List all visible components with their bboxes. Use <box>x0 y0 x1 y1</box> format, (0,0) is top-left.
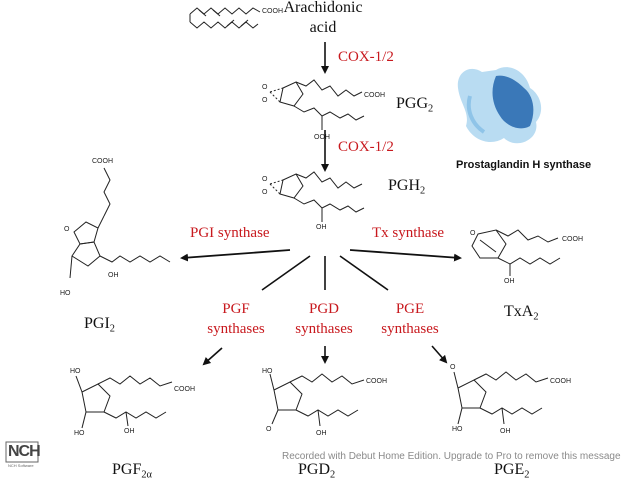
cox-enzyme-label-2: COX-1/2 <box>338 139 394 155</box>
tx-synthase-label: Tx synthase <box>372 225 445 241</box>
pgi2-ho-label: HO <box>60 290 71 297</box>
pgg2-label: PGG2 <box>396 95 434 115</box>
pgd-synthases-label-line2: synthases <box>295 321 353 337</box>
pgi2-label: PGI2 <box>84 315 115 335</box>
arrow-to-pgi2 <box>180 249 291 262</box>
pgg2-o-label-1: O <box>262 84 268 91</box>
pgh2-o-label-1: O <box>262 176 268 183</box>
pgd-synthases-label-line1: PGD <box>308 301 340 317</box>
pgd2-label: PGD2 <box>298 461 336 481</box>
pgd2-structure <box>269 373 365 427</box>
pgi2-oh-label: OH <box>108 272 119 279</box>
pgg2-ooh-label: OOH <box>314 134 330 141</box>
pgh2-o-label-2: O <box>262 189 268 196</box>
arrow-to-pgf2a <box>202 347 223 366</box>
pgd2-cooh-label: COOH <box>366 378 387 385</box>
arachidonic-acid-structure <box>189 7 261 29</box>
pgg2-structure <box>269 79 365 130</box>
pgf2a-structure <box>75 375 173 429</box>
txa2-o-label: O <box>470 230 476 237</box>
arachidonic-acid-label-line2: acid <box>309 19 337 36</box>
cox-enzyme-label-1: COX-1/2 <box>338 49 394 65</box>
pge-synthases-label-line1: PGE <box>395 301 425 317</box>
prostaglandin-h-synthase-label: Prostaglandin H synthase <box>456 159 592 171</box>
pgh2-structure <box>269 171 365 222</box>
arachidonic-acid-label-line1: Arachidonic <box>283 0 363 16</box>
pgf-synthases-label-line1: PGF <box>222 301 250 317</box>
pgf2a-ho-label-top: HO <box>70 368 81 375</box>
pgh2-oh-label: OH <box>316 224 327 231</box>
txa2-oh-label: OH <box>504 278 515 285</box>
nch-logo-text: NCH <box>8 443 41 460</box>
pge2-o-label: O <box>450 364 456 371</box>
nch-logo-box <box>5 441 39 463</box>
arachidonic-cooh-label: COOH <box>262 8 283 15</box>
pge2-ho-label: HO <box>452 426 463 433</box>
pgf-synthases-label-line2: synthases <box>207 321 265 337</box>
pgf2a-oh-label: OH <box>124 428 135 435</box>
pgi2-o-label: O <box>64 226 70 233</box>
pge-synthases-label-line2: synthases <box>381 321 439 337</box>
pgh2-label: PGH2 <box>388 177 426 197</box>
txa2-structure <box>471 229 561 276</box>
prostaglandin-h-synthase-illustration <box>457 67 542 144</box>
recording-watermark: Recorded with Debut Home Edition. Upgrad… <box>282 451 621 462</box>
txa2-cooh-label: COOH <box>562 236 583 243</box>
arrow-to-txa2 <box>349 249 462 262</box>
pgf2a-ho-label-bottom: HO <box>74 430 85 437</box>
pgf2a-cooh-label: COOH <box>174 386 195 393</box>
line-to-pgf <box>261 255 311 291</box>
nch-logo-subtext: NCH Software <box>8 463 34 468</box>
pgf2a-label: PGF2α <box>112 461 152 481</box>
pgi2-cooh-label: COOH <box>92 158 113 165</box>
pgd2-oh-label: OH <box>316 430 327 437</box>
pge2-oh-label: OH <box>500 428 511 435</box>
pge2-cooh-label: COOH <box>550 378 571 385</box>
line-to-pge <box>339 255 389 291</box>
pgg2-cooh-label: COOH <box>364 92 385 99</box>
arrow-to-pge2 <box>431 345 448 364</box>
pgg2-o-label-2: O <box>262 97 268 104</box>
pgd2-o-label: O <box>266 426 272 433</box>
pge2-structure <box>453 371 549 425</box>
pgd2-ho-label: HO <box>262 368 273 375</box>
pgi-synthase-label: PGI synthase <box>190 225 270 241</box>
txa2-label: TxA2 <box>504 303 539 323</box>
pgi2-structure <box>69 167 171 279</box>
pge2-label: PGE2 <box>494 461 530 481</box>
